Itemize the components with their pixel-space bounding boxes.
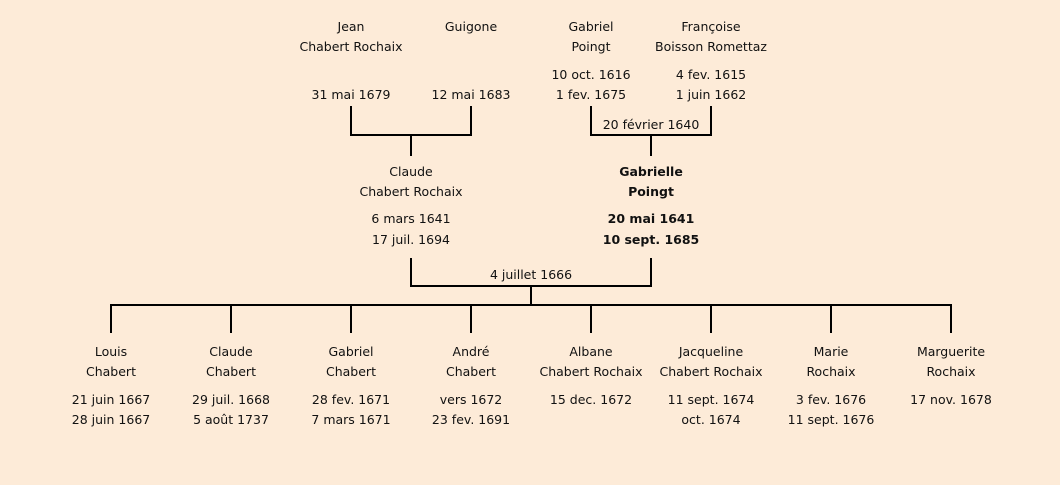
person-last-name: Poingt bbox=[628, 184, 674, 199]
person-last-name: Chabert bbox=[326, 364, 376, 379]
person-death-date: 31 mai 1679 bbox=[311, 87, 391, 102]
person-last-name: Rochaix bbox=[926, 364, 976, 379]
person-death-date: 17 juil. 1694 bbox=[372, 232, 450, 247]
parents-marriage-date: 4 juillet 1666 bbox=[489, 267, 573, 282]
person-death-date: 10 sept. 1685 bbox=[602, 232, 700, 247]
person-first-name: Jacqueline bbox=[678, 344, 744, 359]
person-first-name: Claude bbox=[389, 164, 433, 179]
person-last-name: Chabert Rochaix bbox=[659, 364, 763, 379]
person-last-name: Chabert bbox=[206, 364, 256, 379]
person-birth-date: 20 mai 1641 bbox=[607, 211, 695, 226]
person-last-name: Chabert bbox=[86, 364, 136, 379]
person-last-name: Rochaix bbox=[806, 364, 856, 379]
person-death-date: 28 juin 1667 bbox=[71, 412, 151, 427]
person-first-name: Jean bbox=[337, 19, 365, 34]
person-first-name: Louis bbox=[94, 344, 128, 359]
person-first-name: André bbox=[452, 344, 490, 359]
person-birth-date: 17 nov. 1678 bbox=[910, 392, 992, 407]
connector-left-grandparents bbox=[350, 106, 472, 156]
person-birth-date: 4 fev. 1615 bbox=[675, 67, 747, 82]
person-birth-date: 21 juin 1667 bbox=[71, 392, 151, 407]
person-first-name: Claude bbox=[209, 344, 253, 359]
person-death-date: 12 mai 1683 bbox=[431, 87, 511, 102]
person-death-date: 5 août 1737 bbox=[193, 412, 269, 427]
person-birth-date: 29 juil. 1668 bbox=[192, 392, 270, 407]
person-first-name: Gabriel bbox=[328, 344, 374, 359]
person-first-name: Gabrielle bbox=[619, 164, 683, 179]
person-death-date: oct. 1674 bbox=[681, 412, 741, 427]
person-birth-date: 11 sept. 1674 bbox=[667, 392, 755, 407]
person-birth-date: vers 1672 bbox=[439, 392, 503, 407]
person-first-name: Françoise bbox=[681, 19, 741, 34]
person-first-name: Gabriel bbox=[568, 19, 614, 34]
person-death-date: 23 fev. 1691 bbox=[431, 412, 511, 427]
person-last-name: Poingt bbox=[571, 39, 611, 54]
person-birth-date: 6 mars 1641 bbox=[371, 211, 451, 226]
connector-children bbox=[110, 304, 952, 333]
person-first-name: Marguerite bbox=[916, 344, 986, 359]
person-first-name: Marie bbox=[813, 344, 849, 359]
connector-parents bbox=[410, 258, 652, 305]
person-first-name: Albane bbox=[569, 344, 613, 359]
person-birth-date: 10 oct. 1616 bbox=[551, 67, 631, 82]
person-birth-date: 28 fev. 1671 bbox=[311, 392, 391, 407]
connector-right-grandparents bbox=[590, 106, 712, 156]
person-last-name: Chabert Rochaix bbox=[539, 364, 643, 379]
person-death-date: 1 juin 1662 bbox=[675, 87, 747, 102]
grandparents-marriage-date: 20 février 1640 bbox=[602, 117, 700, 132]
person-last-name: Chabert bbox=[446, 364, 496, 379]
person-death-date: 11 sept. 1676 bbox=[787, 412, 875, 427]
person-last-name: Boisson Romettaz bbox=[655, 39, 767, 54]
person-birth-date: 15 dec. 1672 bbox=[549, 392, 633, 407]
person-last-name: Chabert Rochaix bbox=[299, 39, 403, 54]
person-death-date: 7 mars 1671 bbox=[311, 412, 391, 427]
person-birth-date: 3 fev. 1676 bbox=[795, 392, 867, 407]
person-last-name: Chabert Rochaix bbox=[359, 184, 463, 199]
person-death-date: 1 fev. 1675 bbox=[555, 87, 627, 102]
person-first-name: Guigone bbox=[444, 19, 498, 34]
